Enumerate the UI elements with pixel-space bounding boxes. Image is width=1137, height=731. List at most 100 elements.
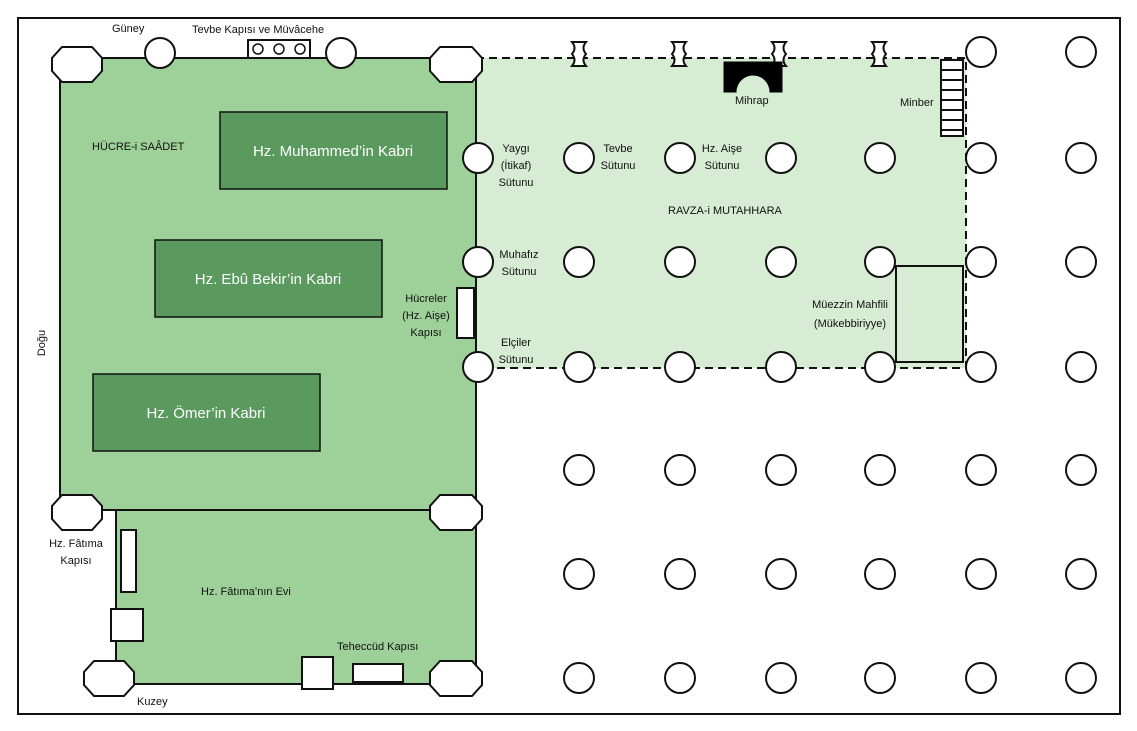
column-grid <box>462 36 1097 694</box>
column <box>1065 36 1097 68</box>
column <box>1065 246 1097 278</box>
column <box>864 454 896 486</box>
column <box>765 142 797 174</box>
minber-label: Minber <box>900 97 934 109</box>
muezzin-mahfili-box <box>895 265 964 363</box>
muvacehe-window <box>252 43 264 55</box>
ravza-label: RAVZA-i MUTAHHARA <box>668 205 783 217</box>
column <box>965 246 997 278</box>
fatima-door <box>120 529 137 593</box>
aise-column-label-1: Hz. Aişe <box>702 143 742 155</box>
column <box>1065 558 1097 590</box>
column <box>664 558 696 590</box>
minber-shape <box>940 59 964 137</box>
column <box>965 142 997 174</box>
column <box>765 454 797 486</box>
fatima-door-label-1: Hz. Fâtıma <box>49 538 104 550</box>
yaygi-column-label-2: (İtikaf) <box>501 159 532 172</box>
column <box>1065 351 1097 383</box>
column <box>664 662 696 694</box>
column <box>765 662 797 694</box>
direction-south: Güney <box>112 23 145 35</box>
yaygi-column-label-3: Sütunu <box>499 177 534 189</box>
corner-pillar <box>51 46 103 83</box>
column <box>563 246 595 278</box>
fatima-side-block <box>110 608 144 642</box>
aise-column-label-2: Sütunu <box>705 160 740 172</box>
muezzin-label-2: (Mükebbiriyye) <box>814 318 886 330</box>
fatima-door-label-2: Kapısı <box>60 555 91 567</box>
column <box>664 351 696 383</box>
muvacehe-window <box>273 43 285 55</box>
column <box>965 454 997 486</box>
muhafiz-column-label-2: Sütunu <box>502 266 537 278</box>
corner-pillar <box>429 494 483 531</box>
column <box>864 246 896 278</box>
column <box>965 558 997 590</box>
column <box>1065 454 1097 486</box>
hucreler-door-label-1: Hücreler <box>405 293 447 305</box>
hucre-label: HÜCRE-i SAÂDET <box>92 140 185 153</box>
corner-pillar <box>83 660 135 697</box>
mihrap-shape <box>723 61 783 93</box>
column <box>563 558 595 590</box>
ravza-area <box>476 58 966 368</box>
teheccud-door-label: Teheccüd Kapısı <box>337 641 418 653</box>
column <box>765 246 797 278</box>
tomb-omer <box>92 373 321 452</box>
column <box>864 351 896 383</box>
corner-pillar <box>429 46 483 83</box>
column <box>965 36 997 68</box>
direction-east: Doğu <box>36 330 48 356</box>
column <box>1065 662 1097 694</box>
column <box>864 142 896 174</box>
direction-north: Kuzey <box>137 696 168 708</box>
corner-pillar <box>429 660 483 697</box>
ravza-dashed-border <box>476 57 967 369</box>
column <box>664 142 696 174</box>
hucreler-door-label-3: Kapısı <box>410 327 441 339</box>
column <box>462 246 494 278</box>
muezzin-label-1: Müezzin Mahfili <box>812 299 888 311</box>
hucreler-door <box>456 287 475 339</box>
yaygi-column-label-1: Yaygı <box>502 143 529 155</box>
shaped-pillar <box>569 41 889 67</box>
teheccud-block <box>301 656 334 690</box>
column <box>965 662 997 694</box>
tomb-ebubekir-label: Hz. Ebû Bekir’in Kabri <box>195 271 341 288</box>
column <box>664 246 696 278</box>
column <box>664 454 696 486</box>
tomb-ebubekir <box>154 239 383 318</box>
column <box>765 351 797 383</box>
tevbe-column-label-2: Sütunu <box>601 160 636 172</box>
teheccud-door <box>352 663 404 683</box>
column <box>563 454 595 486</box>
mihrap-label: Mihrap <box>735 95 769 107</box>
muhafiz-column-label-1: Muhafız <box>499 249 538 261</box>
muvacehe-window <box>294 43 306 55</box>
column <box>1065 142 1097 174</box>
elciler-column-label-1: Elçiler <box>501 337 531 349</box>
column <box>144 37 176 69</box>
tevbe-door-label: Tevbe Kapısı ve Müvâcehe <box>192 24 324 36</box>
tomb-omer-label: Hz. Ömer’in Kabri <box>147 404 266 422</box>
column <box>563 662 595 694</box>
fatima-house-label: Hz. Fâtıma’nın Evi <box>201 586 291 598</box>
column <box>462 351 494 383</box>
column <box>765 558 797 590</box>
fatima-house-area <box>115 509 477 685</box>
tomb-muhammad-label: Hz. Muhammed’in Kabri <box>253 143 413 160</box>
column <box>864 662 896 694</box>
column <box>462 142 494 174</box>
column <box>563 142 595 174</box>
column <box>563 351 595 383</box>
corner-pillar <box>51 494 103 531</box>
column <box>864 558 896 590</box>
hucreler-door-label-2: (Hz. Aişe) <box>402 310 450 322</box>
elciler-column-label-2: Sütunu <box>499 354 534 366</box>
column <box>965 351 997 383</box>
column <box>325 37 357 69</box>
tevbe-column-label-1: Tevbe <box>603 143 632 155</box>
tomb-muhammad <box>219 111 448 190</box>
